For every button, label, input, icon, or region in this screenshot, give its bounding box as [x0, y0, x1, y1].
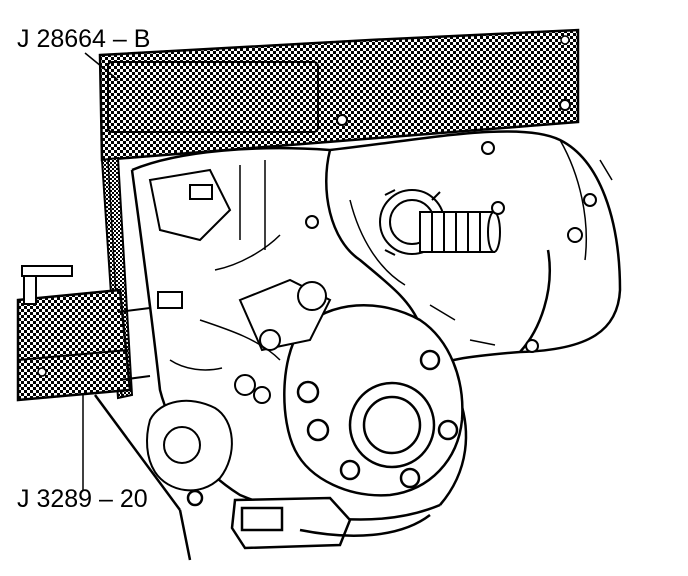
- input-shaft: [379, 189, 501, 256]
- shift-housing: [146, 168, 332, 492]
- callout-leaders: [82, 52, 119, 490]
- case-bolts: [305, 141, 597, 353]
- differential-housing: [283, 304, 464, 497]
- stand-leg: [93, 394, 192, 561]
- support-tool-label: J 3289 – 20: [17, 485, 148, 513]
- fixture-plate: [98, 28, 580, 162]
- fixture-tool-label: J 28664 – B: [17, 25, 151, 53]
- support-bar: [16, 265, 151, 402]
- detail-lines: [169, 139, 613, 371]
- lower-bracket: [186, 489, 431, 550]
